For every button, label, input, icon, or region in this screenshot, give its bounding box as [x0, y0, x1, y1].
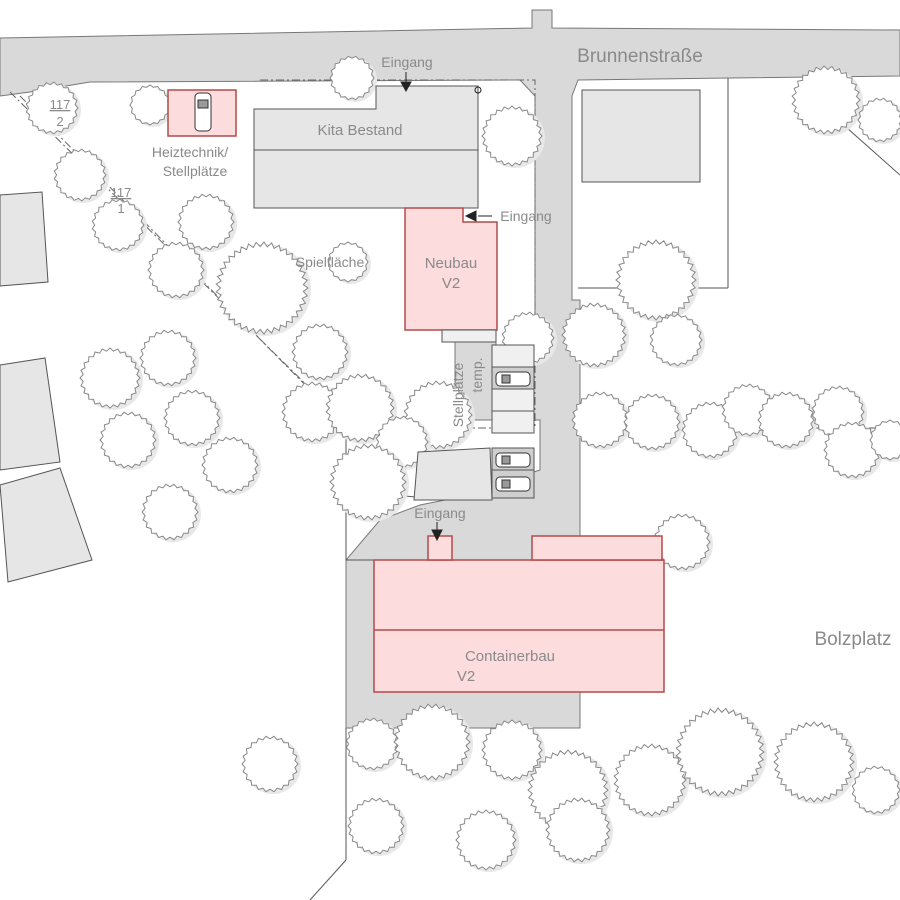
car-icons [194, 92, 531, 492]
tree-icon [241, 735, 299, 793]
neubau-building [404, 207, 498, 331]
football-pitch-label: Bolzplatz [814, 629, 891, 650]
tree-icon [869, 419, 900, 461]
tree-icon [291, 323, 349, 381]
tree-icon [139, 329, 197, 387]
tree-icon [141, 483, 199, 541]
tree-icon [481, 719, 543, 781]
trees [25, 55, 900, 872]
tree-icon [215, 241, 309, 335]
tree-icon [823, 421, 881, 479]
tree-icon [857, 97, 900, 143]
tree-icon [329, 55, 375, 101]
parking-label-line1: Stellplätze [450, 362, 466, 427]
tree-icon [757, 391, 815, 449]
car-icon [194, 92, 212, 132]
car-icon [495, 476, 531, 492]
tree-icon [613, 743, 687, 817]
building-east [581, 89, 701, 183]
tree-icon [53, 148, 107, 202]
tree-icon [163, 389, 221, 447]
entrance-arrows [400, 72, 492, 542]
map-labels: Brunnenstraße Eingang Kita Bestand Heizt… [50, 46, 892, 685]
tree-icon [99, 411, 157, 469]
tree-icon [675, 707, 765, 797]
parking-lot-box [413, 447, 493, 501]
parcel-label-a-bottom: 2 [56, 114, 63, 129]
tree-icon [455, 809, 517, 871]
tree-icon [623, 393, 681, 451]
tree-icon [201, 436, 259, 494]
car-icon [495, 452, 531, 468]
kita-building [253, 85, 479, 209]
neubau-label-line2: V2 [442, 275, 460, 292]
tree-icon [177, 193, 235, 251]
tree-icon [347, 797, 405, 855]
tree-icon [79, 347, 141, 409]
tree-icon [791, 65, 861, 135]
tree-icon [481, 105, 543, 167]
entrance-label-container: Eingang [414, 505, 465, 521]
tree-icon [91, 198, 145, 252]
car-icon [495, 371, 531, 387]
building-left-3 [0, 467, 93, 583]
existing-buildings [0, 85, 701, 583]
parcel-label-b-bottom: 1 [117, 201, 124, 216]
tree-icon [329, 443, 407, 521]
building-left-2 [0, 357, 61, 471]
container-label-line1: Containerbau [465, 648, 555, 665]
heating-label-line1: Heiztechnik/ [152, 144, 228, 160]
tree-icon [561, 302, 627, 368]
tree-icon [545, 797, 611, 863]
arrow-left-icon [464, 210, 477, 222]
entrance-label-neubau: Eingang [500, 208, 551, 224]
tree-icon [393, 703, 471, 781]
tree-icon [649, 313, 703, 367]
arrow-down-icon [431, 529, 443, 542]
tree-icon [571, 391, 629, 449]
kita-label: Kita Bestand [317, 122, 402, 139]
heating-label-line2: Stellplätze [163, 163, 228, 179]
parking-label-line2: temp. [469, 357, 485, 392]
tree-icon [345, 717, 399, 771]
container-annex [531, 535, 663, 561]
tree-icon [327, 241, 369, 283]
tree-icon [147, 241, 205, 299]
tree-icon [25, 81, 79, 135]
tree-icon [851, 765, 900, 815]
street-label: Brunnenstraße [577, 46, 703, 67]
arrow-down-icon [400, 81, 412, 93]
neubau-label-line1: Neubau [425, 255, 478, 272]
play-area-label: Spielfläche [296, 254, 365, 270]
container-label-line2: V2 [457, 668, 475, 685]
tree-icon [615, 239, 697, 321]
container-entrance-block [427, 535, 453, 561]
parcel-label-b-top: 117 [111, 185, 132, 200]
building-left-1 [0, 191, 49, 287]
tree-icon [281, 381, 343, 443]
parcel-label-a-top: 117 [50, 97, 71, 112]
tree-icon [773, 721, 855, 803]
container-building [373, 559, 665, 693]
tree-icon [325, 373, 395, 443]
tree-icon [129, 84, 171, 126]
entrance-label-top: Eingang [381, 54, 432, 70]
